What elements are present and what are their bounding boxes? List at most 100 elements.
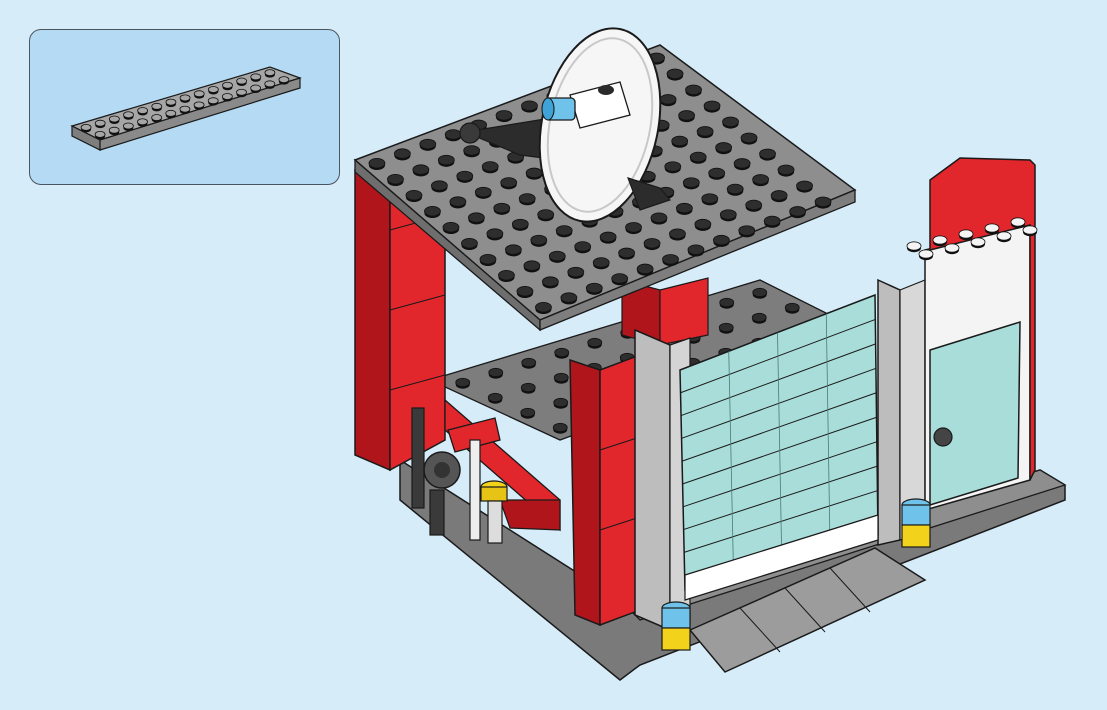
stud <box>521 383 535 393</box>
stud <box>208 98 218 106</box>
stud <box>542 277 558 289</box>
stud <box>443 222 459 234</box>
stud <box>251 74 261 82</box>
stud <box>123 123 133 131</box>
stud <box>152 115 162 123</box>
stud <box>223 82 233 90</box>
stud <box>612 274 628 286</box>
stud <box>741 133 757 145</box>
stud <box>753 175 769 187</box>
stud <box>760 149 776 161</box>
stud <box>1011 218 1025 228</box>
stud <box>651 213 667 225</box>
stud <box>468 213 484 225</box>
stud <box>265 81 275 89</box>
stud <box>686 85 702 97</box>
stud <box>180 95 190 103</box>
stud <box>575 242 591 254</box>
stud <box>138 108 148 116</box>
stud <box>519 194 535 206</box>
stud <box>1023 226 1037 236</box>
stud <box>644 238 660 250</box>
stud <box>778 165 794 177</box>
stud <box>489 368 503 378</box>
stud <box>166 99 176 107</box>
stud <box>482 162 498 174</box>
stud <box>815 197 831 209</box>
stud <box>588 338 602 348</box>
stud <box>538 210 554 222</box>
stud <box>456 378 470 388</box>
stud <box>265 70 275 78</box>
stud <box>237 89 247 97</box>
stud <box>554 398 568 408</box>
stud <box>413 165 429 177</box>
stud <box>919 250 933 260</box>
stud <box>549 251 565 263</box>
red-pillar-center <box>570 355 640 625</box>
stud <box>505 245 521 257</box>
stud <box>496 110 512 122</box>
stud <box>450 197 466 209</box>
stud <box>704 101 720 113</box>
stud <box>501 178 517 190</box>
stud <box>709 168 725 180</box>
stud <box>586 283 602 295</box>
stud <box>553 423 567 433</box>
stud <box>933 236 947 246</box>
stud <box>512 219 528 231</box>
stud <box>555 348 569 358</box>
stud <box>626 222 642 234</box>
stud <box>688 245 704 257</box>
stud <box>279 77 289 85</box>
stud <box>790 207 806 219</box>
stud <box>535 302 551 314</box>
stud <box>369 158 385 170</box>
stud <box>438 155 454 167</box>
stud <box>797 181 813 193</box>
stud <box>619 248 635 260</box>
stud <box>531 235 547 247</box>
stud <box>713 235 729 247</box>
stud <box>907 242 921 252</box>
callout-plate-icon <box>72 67 300 150</box>
stud <box>394 149 410 161</box>
stud <box>424 206 440 218</box>
stud <box>81 124 91 132</box>
stud <box>251 85 261 93</box>
stud <box>194 102 204 110</box>
stud <box>464 146 480 158</box>
stud <box>945 244 959 254</box>
stud <box>457 171 473 183</box>
stud <box>727 184 743 196</box>
stud <box>109 127 119 135</box>
stud <box>556 226 572 238</box>
stud <box>672 136 688 148</box>
stud <box>660 95 676 107</box>
stud <box>517 286 533 298</box>
stud <box>194 91 204 99</box>
stud <box>971 238 985 248</box>
stud <box>208 86 218 94</box>
stud <box>480 254 496 266</box>
stud <box>637 264 653 276</box>
stud <box>522 358 536 368</box>
stud <box>771 191 787 203</box>
stud <box>663 254 679 266</box>
stud <box>526 168 542 180</box>
stud <box>494 203 510 215</box>
stud <box>753 288 767 298</box>
stud <box>959 230 973 240</box>
stud <box>237 78 247 86</box>
stud <box>695 219 711 231</box>
stud <box>752 313 766 323</box>
stud <box>222 93 232 101</box>
stud <box>406 190 422 202</box>
stud <box>593 258 609 270</box>
stud <box>734 159 750 171</box>
stud <box>669 229 685 241</box>
stud <box>716 143 732 155</box>
stud <box>387 174 403 186</box>
stud <box>498 270 514 282</box>
stud <box>568 267 584 279</box>
